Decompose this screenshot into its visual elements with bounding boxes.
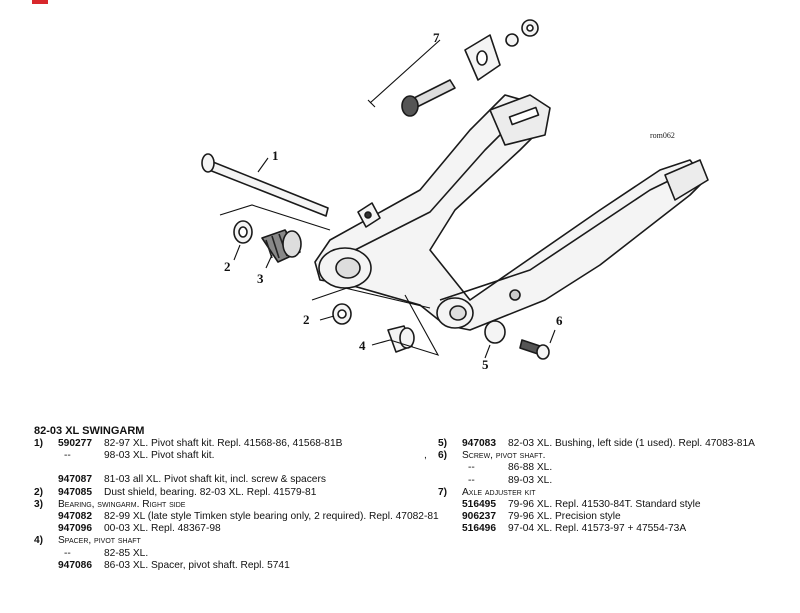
bearing	[261, 229, 302, 263]
part-number: 947096	[58, 523, 92, 535]
section-header: Spacer, pivot shaft	[58, 535, 141, 547]
list-item: 2) 947085 Dust shield, bearing. 82-03 XL…	[34, 486, 317, 498]
callout-7: 7	[433, 30, 440, 45]
parts-column-left: 1) 590277 82-97 XL. Pivot shaft kit. Rep…	[34, 438, 454, 572]
part-number: 947085	[58, 486, 92, 498]
section-header: Axle adjuster kit	[462, 486, 536, 498]
parts-list: 82-03 XL SWINGARM 1) 590277 82-97 XL. Pi…	[34, 425, 794, 571]
callout-4: 4	[359, 338, 366, 353]
list-item: 7) Axle adjuster kit	[438, 486, 536, 498]
list-item: 516496 97-04 XL. Repl. 41573-97 + 47554-…	[462, 523, 687, 535]
part-number: 947083	[462, 438, 496, 449]
pivot-shaft	[203, 159, 329, 217]
list-item: -- 86-88 XL.	[468, 462, 553, 474]
part-number: 590277	[58, 438, 92, 449]
list-item: 3) Bearing, swingarm. Right side	[34, 498, 186, 510]
list-item: -- 98-03 XL. Pivot shaft kit.	[64, 450, 215, 462]
section-header: Bearing, swingarm. Right side	[58, 498, 186, 510]
callout-3: 3	[257, 271, 264, 286]
callout-2-lower: 2	[303, 312, 310, 327]
list-item: , 6) Screw, pivot shaft.	[424, 450, 546, 462]
list-item: -- 89-03 XL.	[468, 474, 553, 486]
callout-6: 6	[556, 313, 563, 328]
list-item: 947086 86-03 XL. Spacer, pivot shaft. Re…	[58, 559, 290, 571]
callout-1: 1	[272, 148, 279, 163]
part-number: 516496	[462, 523, 496, 535]
list-item: 4) Spacer, pivot shaft	[34, 535, 141, 547]
bushing	[484, 320, 506, 344]
list-item: 1) 590277 82-97 XL. Pivot shaft kit. Rep…	[34, 438, 343, 449]
part-number: 947087	[58, 474, 92, 486]
adjuster-washer	[505, 33, 519, 47]
list-item: 5) 947083 82-03 XL. Bushing, left side (…	[438, 438, 755, 449]
list-item: 947096 00-03 XL. Repl. 48367-98	[58, 523, 221, 535]
part-number: 947086	[58, 559, 92, 571]
swingarm-exploded-diagram: 7 1 2 3 2 4 5 6 rom062	[201, 19, 709, 372]
section-header: Screw, pivot shaft.	[462, 450, 546, 462]
list-item: 947082 82-99 XL (late style Timken style…	[58, 510, 439, 522]
list-item: 906237 79-96 XL. Precision style	[462, 511, 621, 523]
list-item: -- 82-85 XL.	[64, 547, 149, 559]
list-item: 947087 81-03 all XL. Pivot shaft kit, in…	[58, 474, 326, 486]
callout-5: 5	[482, 357, 489, 372]
list-item: 516495 79-96 XL. Repl. 41530-84T. Standa…	[462, 498, 701, 510]
part-number: 906237	[462, 511, 496, 523]
parts-column-right: 5) 947083 82-03 XL. Bushing, left side (…	[424, 438, 798, 536]
red-header-mark	[32, 0, 48, 4]
part-number: 947082	[58, 510, 92, 522]
parts-title: 82-03 XL SWINGARM	[34, 425, 145, 437]
diagram-code: rom062	[650, 131, 675, 140]
callout-2-upper: 2	[224, 259, 231, 274]
part-number: 516495	[462, 498, 496, 510]
